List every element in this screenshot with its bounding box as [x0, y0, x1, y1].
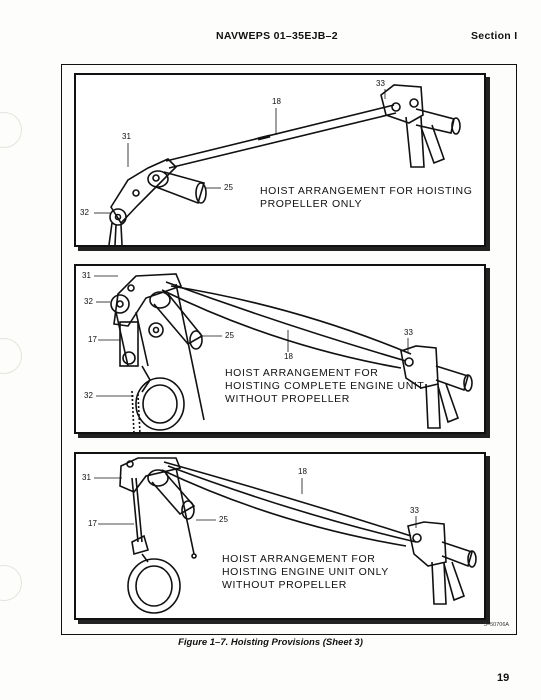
callout-18: 18: [272, 97, 281, 106]
page-number: 19: [497, 672, 510, 684]
callout-31: 31: [122, 132, 131, 141]
callout-32: 32: [84, 297, 93, 306]
panel-engine-unit-only: 31 18 17 25 33 HOIST ARRANGEMENT FOR HOI…: [74, 452, 486, 620]
panel-propeller-only: 18 31 32 33 25 HOIST ARRANGEMENT FOR HOI…: [74, 73, 486, 247]
figure-frame: [61, 64, 517, 635]
document-number: NAVWEPS 01–35EJB–2: [216, 30, 338, 42]
callout-31: 31: [82, 271, 91, 280]
callout-25: 25: [219, 515, 228, 524]
panel-caption: HOIST ARRANGEMENT FOR HOISTING PROPELLER…: [260, 185, 473, 210]
callout-25: 25: [225, 331, 234, 340]
hoist-illustration-1: [94, 84, 461, 246]
binder-hole: [0, 112, 22, 148]
figure-caption: Figure 1–7. Hoisting Provisions (Sheet 3…: [178, 637, 363, 648]
callout-33: 33: [376, 79, 385, 88]
callout-31: 31: [82, 473, 91, 482]
hoist-illustration-3: [94, 457, 477, 614]
panel-complete-engine-unit: 31 32 17 32 25 18 33 HOIST ARRANGEMENT F…: [74, 264, 486, 435]
callout-18: 18: [298, 467, 307, 476]
section-label: Section I: [471, 30, 518, 42]
hoist-illustration-2: [94, 273, 473, 435]
callout-32: 32: [80, 208, 89, 217]
callout-17: 17: [88, 335, 97, 344]
binder-hole: [0, 338, 22, 374]
callout-17: 17: [88, 519, 97, 528]
callout-33: 33: [404, 328, 413, 337]
panel-caption: HOIST ARRANGEMENT FOR HOISTING COMPLETE …: [225, 367, 425, 405]
callout-18: 18: [284, 352, 293, 361]
callout-32: 32: [84, 391, 93, 400]
callout-33: 33: [410, 506, 419, 515]
callout-25: 25: [224, 183, 233, 192]
binder-hole: [0, 565, 22, 601]
drawing-number: 3–50706A: [484, 622, 510, 628]
panel-caption: HOIST ARRANGEMENT FOR HOISTING ENGINE UN…: [222, 553, 389, 591]
